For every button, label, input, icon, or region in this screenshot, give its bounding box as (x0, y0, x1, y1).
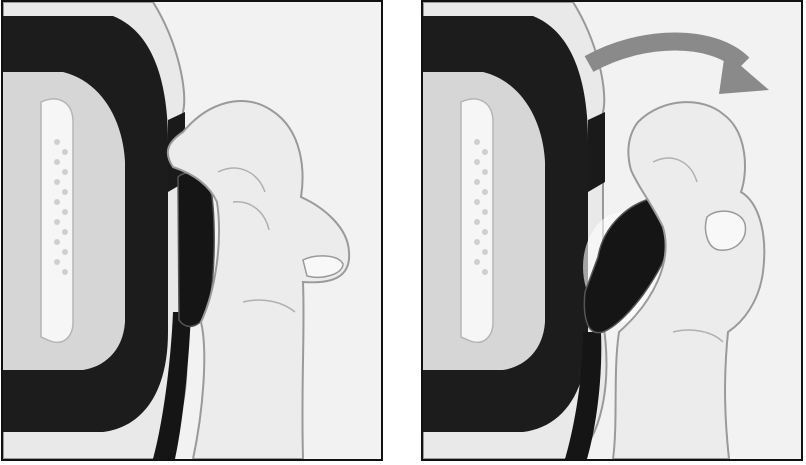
side-trim (588, 112, 605, 192)
instruction-panel-step-2 (421, 0, 803, 461)
curved-arrow-icon (589, 42, 769, 95)
instruction-panel-step-1 (1, 0, 383, 461)
illustration-step-1 (3, 2, 381, 459)
thumbnail (706, 211, 746, 250)
illustration-step-2 (423, 2, 801, 459)
